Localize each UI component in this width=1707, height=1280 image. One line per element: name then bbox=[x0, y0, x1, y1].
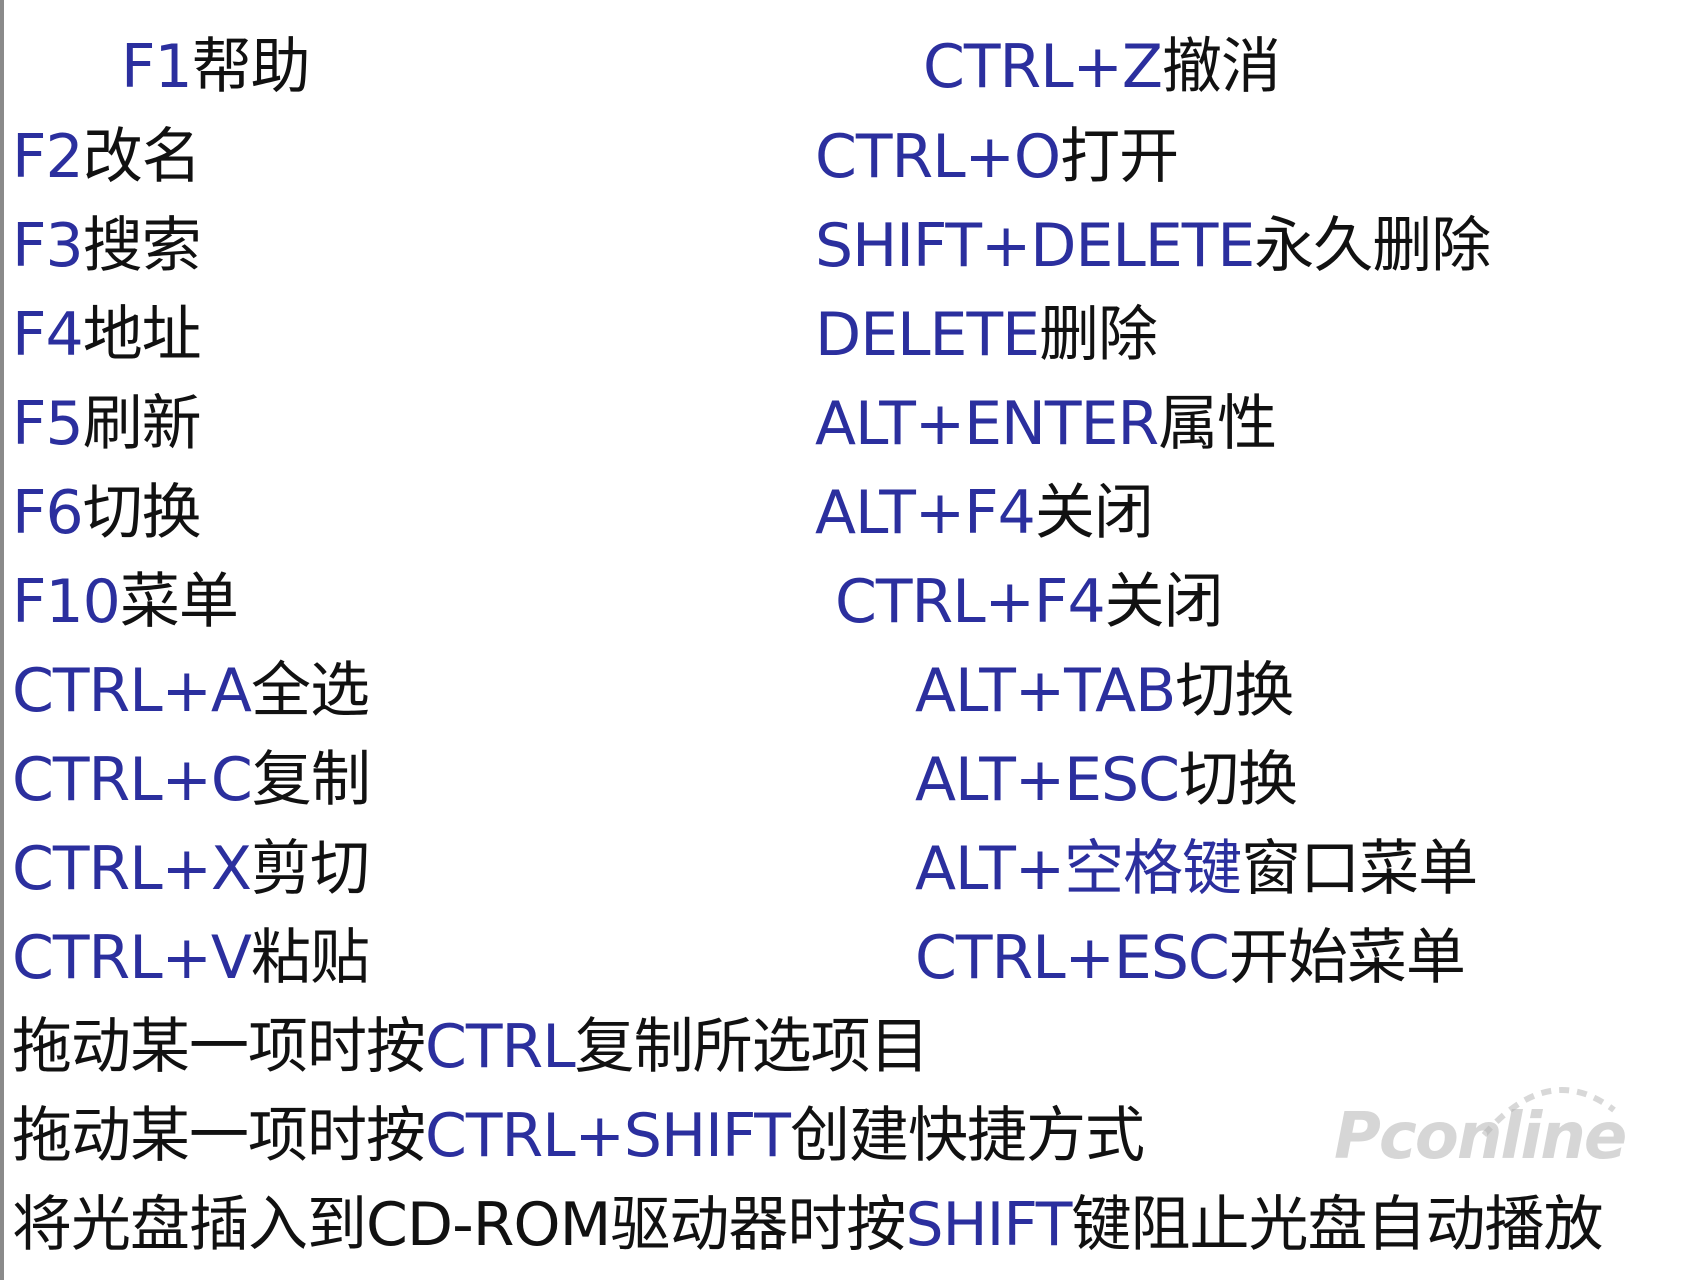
shortcut-key: CTRL+F4 bbox=[835, 567, 1106, 637]
shortcut-shift-delete: SHIFT+DELETE永久删除 bbox=[815, 206, 1491, 286]
shortcut-key: F5 bbox=[12, 389, 84, 459]
shortcut-key: ALT+ENTER bbox=[815, 389, 1159, 459]
shortcut-delete: DELETE删除 bbox=[815, 295, 1158, 375]
shortcut-desc: 打开 bbox=[1060, 122, 1179, 192]
tip-key: SHIFT bbox=[905, 1190, 1072, 1260]
shortcut-f2: F2改名 bbox=[12, 117, 202, 197]
shortcut-ctrl-a: CTRL+A全选 bbox=[12, 651, 370, 731]
shortcut-desc: 复制 bbox=[251, 745, 371, 815]
shortcut-ctrl-x: CTRL+X剪切 bbox=[12, 829, 370, 909]
shortcut-ctrl-z: CTRL+Z撤消 bbox=[923, 27, 1281, 107]
shortcut-desc: 剪切 bbox=[251, 834, 370, 904]
shortcut-key: F2 bbox=[12, 122, 84, 192]
shortcut-desc: 撤消 bbox=[1162, 32, 1281, 102]
shortcut-alt-enter: ALT+ENTER属性 bbox=[815, 384, 1277, 464]
watermark-logo: Pconline bbox=[1334, 1100, 1627, 1174]
tip-post: 创建快捷方式 bbox=[789, 1101, 1145, 1171]
shortcut-desc: 改名 bbox=[82, 122, 202, 192]
shortcut-key: ALT+ESC bbox=[915, 745, 1180, 815]
shortcut-key: ALT+TAB bbox=[915, 656, 1176, 726]
shortcut-key: CTRL+Z bbox=[923, 32, 1163, 102]
shortcut-f4: F4地址 bbox=[12, 295, 202, 375]
shortcut-key: CTRL+O bbox=[815, 122, 1061, 192]
tip-drag-shortcut: 拖动某一项时按CTRL+SHIFT创建快捷方式 bbox=[12, 1096, 1145, 1176]
shortcut-desc: 永久删除 bbox=[1254, 211, 1491, 281]
shortcut-desc: 切换 bbox=[82, 478, 202, 548]
tip-post: 复制所选项目 bbox=[574, 1012, 930, 1082]
shortcut-ctrl-v: CTRL+V粘贴 bbox=[12, 918, 370, 998]
shortcut-f5: F5刷新 bbox=[12, 384, 202, 464]
shortcut-desc: 粘贴 bbox=[250, 923, 370, 993]
shortcut-ctrl-f4: CTRL+F4关闭 bbox=[835, 562, 1224, 642]
shortcut-desc: 切换 bbox=[1175, 656, 1294, 726]
shortcut-key: DELETE bbox=[815, 300, 1040, 370]
shortcut-key: F6 bbox=[12, 478, 84, 548]
shortcut-desc: 菜单 bbox=[119, 567, 239, 637]
tip-pre: 将光盘插入到CD-ROM驱动器时按 bbox=[12, 1190, 906, 1260]
shortcut-alt-esc: ALT+ESC切换 bbox=[915, 740, 1298, 820]
shortcut-desc: 地址 bbox=[82, 300, 202, 370]
shortcut-desc: 关闭 bbox=[1104, 567, 1224, 637]
shortcut-f3: F3搜索 bbox=[12, 206, 202, 286]
tip-pre: 拖动某一项时按 bbox=[12, 1101, 426, 1171]
shortcut-ctrl-esc: CTRL+ESC开始菜单 bbox=[915, 918, 1466, 998]
tip-pre: 拖动某一项时按 bbox=[12, 1012, 426, 1082]
shortcut-f6: F6切换 bbox=[12, 473, 202, 553]
shortcut-f1: F1帮助 bbox=[121, 27, 311, 107]
shortcut-key: CTRL+X bbox=[12, 834, 252, 904]
shortcut-ctrl-c: CTRL+C复制 bbox=[12, 740, 371, 820]
shortcut-alt-space: ALT+空格键窗口菜单 bbox=[915, 829, 1478, 909]
shortcut-key: F4 bbox=[12, 300, 84, 370]
shortcut-desc: 窗口菜单 bbox=[1241, 834, 1478, 904]
shortcut-desc: 开始菜单 bbox=[1228, 923, 1466, 993]
shortcut-desc: 帮助 bbox=[191, 32, 311, 102]
tip-key: CTRL+SHIFT bbox=[425, 1101, 791, 1171]
shortcut-key: CTRL+V bbox=[12, 923, 252, 993]
shortcut-key: CTRL+ESC bbox=[915, 923, 1230, 993]
shortcut-desc: 关闭 bbox=[1034, 478, 1154, 548]
tip-post: 键阻止光盘自动播放 bbox=[1071, 1190, 1603, 1260]
shortcut-key: SHIFT+DELETE bbox=[815, 211, 1255, 281]
tip-drag-copy: 拖动某一项时按CTRL复制所选项目 bbox=[12, 1007, 930, 1087]
shortcut-key: ALT+F4 bbox=[815, 478, 1036, 548]
shortcut-key: F3 bbox=[12, 211, 84, 281]
shortcut-f10: F10菜单 bbox=[12, 562, 239, 642]
shortcut-desc: 刷新 bbox=[82, 389, 202, 459]
shortcut-key: CTRL+A bbox=[12, 656, 252, 726]
shortcut-desc: 删除 bbox=[1039, 300, 1158, 370]
shortcut-key: F10 bbox=[12, 567, 121, 637]
watermark-signal-icon bbox=[1481, 1087, 1616, 1137]
shortcut-key: ALT+空格键 bbox=[915, 834, 1242, 904]
shortcut-desc: 全选 bbox=[250, 656, 370, 726]
shortcut-ctrl-o: CTRL+O打开 bbox=[815, 117, 1179, 197]
shortcut-key: F1 bbox=[121, 32, 193, 102]
shortcut-alt-tab: ALT+TAB切换 bbox=[915, 651, 1294, 731]
shortcut-key: CTRL+C bbox=[12, 745, 253, 815]
shortcut-desc: 属性 bbox=[1158, 389, 1277, 459]
tip-key: CTRL bbox=[425, 1012, 576, 1082]
shortcut-desc: 搜索 bbox=[82, 211, 202, 281]
tip-cd-autoplay: 将光盘插入到CD-ROM驱动器时按SHIFT键阻止光盘自动播放 bbox=[12, 1185, 1603, 1265]
shortcut-desc: 切换 bbox=[1179, 745, 1298, 815]
shortcut-alt-f4: ALT+F4关闭 bbox=[815, 473, 1154, 553]
